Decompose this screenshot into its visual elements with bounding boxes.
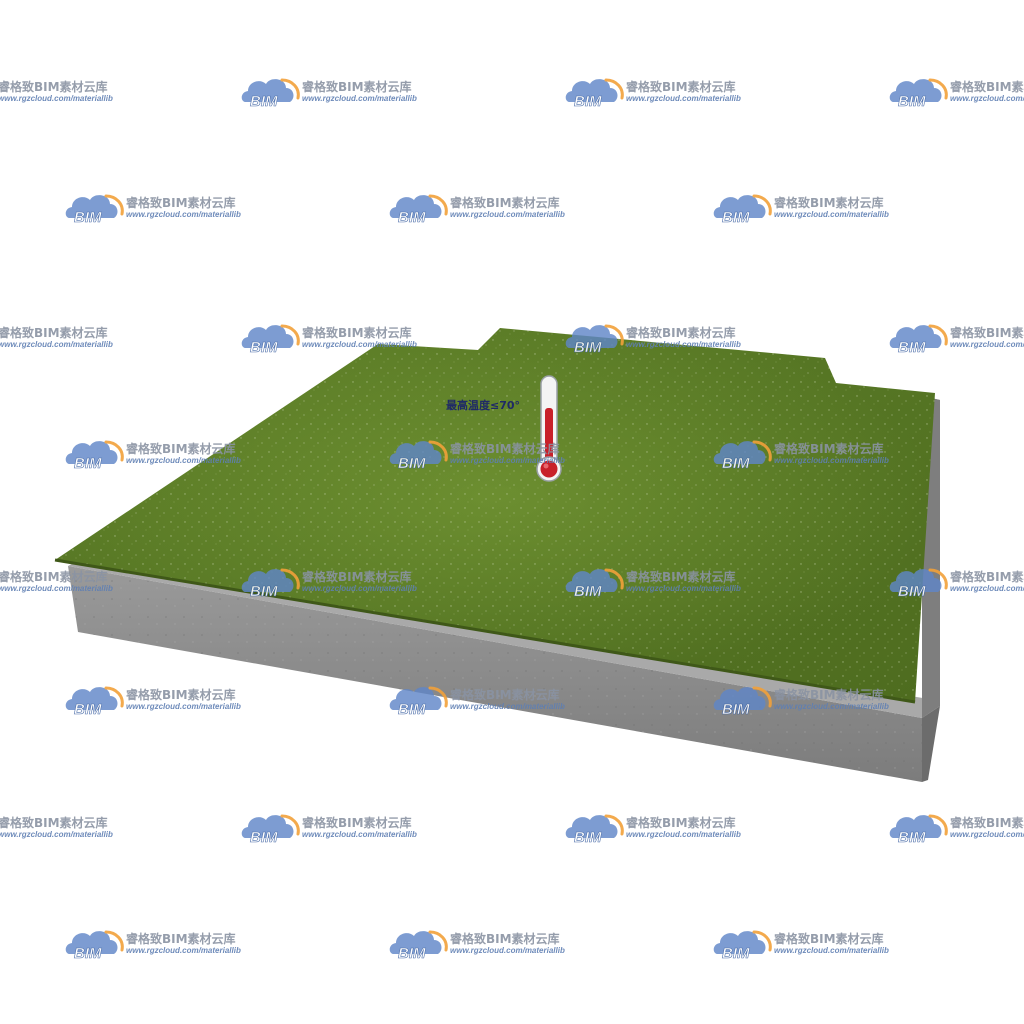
concrete-base-front-texture — [68, 566, 922, 782]
concrete-base-right-face — [922, 706, 940, 782]
turf-edge — [54, 558, 916, 704]
artificial-turf-texture — [55, 328, 935, 702]
concrete-base-top-edge — [68, 560, 935, 718]
max-temperature-label: 最高温度≤70° — [446, 399, 521, 412]
thermometer-icon — [536, 375, 562, 482]
